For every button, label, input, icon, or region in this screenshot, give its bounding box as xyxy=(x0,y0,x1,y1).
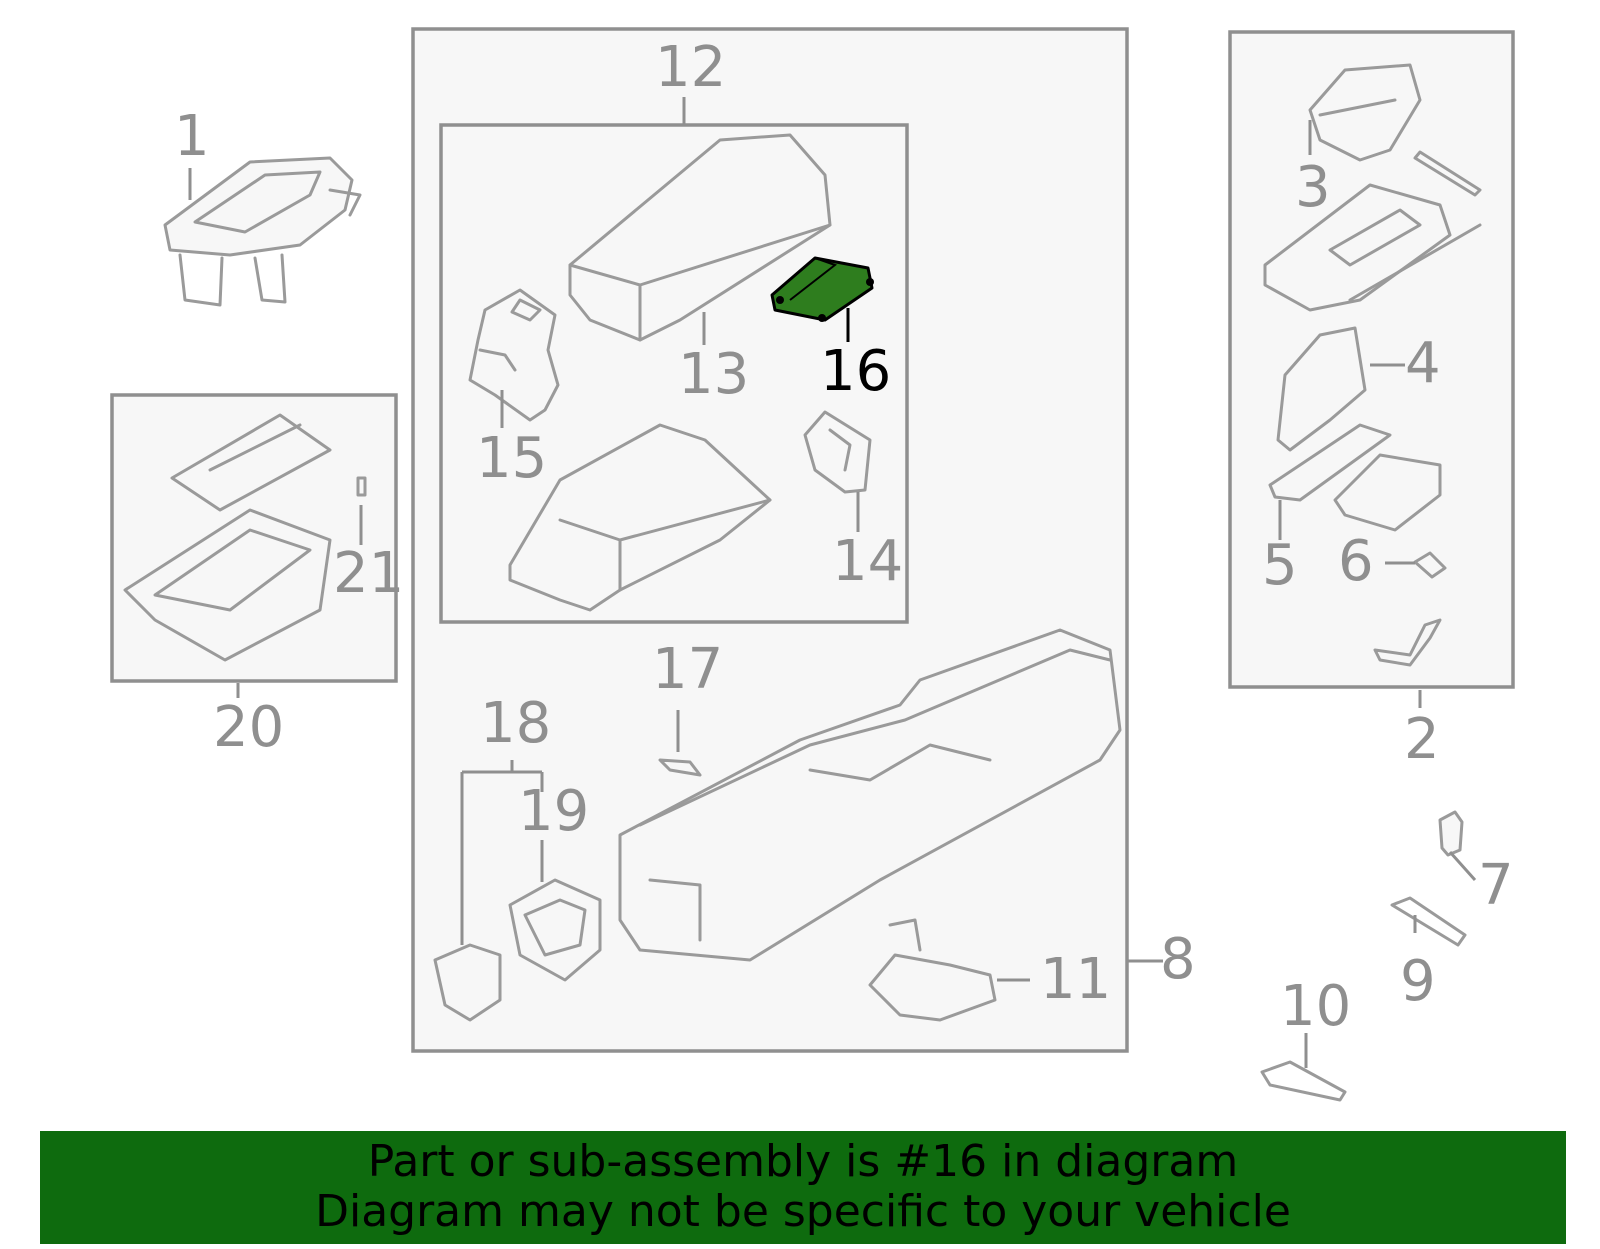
part-6-bin xyxy=(1333,453,1447,667)
callout-19: 19 xyxy=(518,779,589,844)
part-18-boot xyxy=(433,943,502,1022)
callout-21: 21 xyxy=(333,541,404,606)
callout-13: 13 xyxy=(678,342,749,407)
callout-6: 6 xyxy=(1338,529,1374,594)
part-20-console-box xyxy=(123,413,332,662)
part-21-clip xyxy=(356,476,367,497)
part-10-clip xyxy=(1260,1060,1347,1102)
callout-20: 20 xyxy=(213,695,284,760)
part-4-cover xyxy=(1276,326,1367,452)
callout-14: 14 xyxy=(832,529,903,594)
callout-7: 7 xyxy=(1478,853,1514,918)
part-13-armrest-lid xyxy=(568,133,832,342)
part-3-tray xyxy=(1308,63,1422,162)
callout-3: 3 xyxy=(1295,155,1331,220)
part-11-bracket xyxy=(868,918,997,1022)
part-19-boot xyxy=(508,878,602,982)
part-7-knob xyxy=(1438,810,1464,857)
callout-18: 18 xyxy=(480,691,551,756)
part-8-center-console xyxy=(618,628,1122,962)
callout-8: 8 xyxy=(1160,927,1196,992)
part-15-bracket xyxy=(468,288,560,422)
part-16-highlighted xyxy=(770,256,874,322)
callout-9: 9 xyxy=(1400,949,1436,1014)
callout-16: 16 xyxy=(820,339,891,404)
callout-17: 17 xyxy=(652,637,723,702)
callout-11: 11 xyxy=(1040,947,1111,1012)
banner-line-2: Diagram may not be specific to your vehi… xyxy=(315,1186,1291,1237)
callout-1: 1 xyxy=(174,104,210,169)
callout-5: 5 xyxy=(1262,533,1298,598)
banner-line-1: Part or sub-assembly is #16 in diagram xyxy=(367,1136,1239,1187)
info-banner: Part or sub-assembly is #16 in diagram D… xyxy=(40,1131,1566,1244)
callout-2: 2 xyxy=(1404,707,1440,772)
part-5-bracket xyxy=(1268,423,1392,502)
part-2-strip xyxy=(1413,150,1482,197)
part-2-panel xyxy=(1263,183,1482,312)
part-9-strip xyxy=(1390,896,1467,947)
callout-10: 10 xyxy=(1280,974,1351,1039)
part-12-console-base xyxy=(508,423,772,612)
leader-lines xyxy=(188,97,1477,1068)
callout-4: 4 xyxy=(1405,331,1441,396)
part-1-shift-bezel xyxy=(163,156,362,307)
callout-15: 15 xyxy=(476,426,547,491)
callout-12: 12 xyxy=(655,35,726,100)
part-17-clip xyxy=(658,758,702,777)
part-14-clip xyxy=(803,410,872,494)
